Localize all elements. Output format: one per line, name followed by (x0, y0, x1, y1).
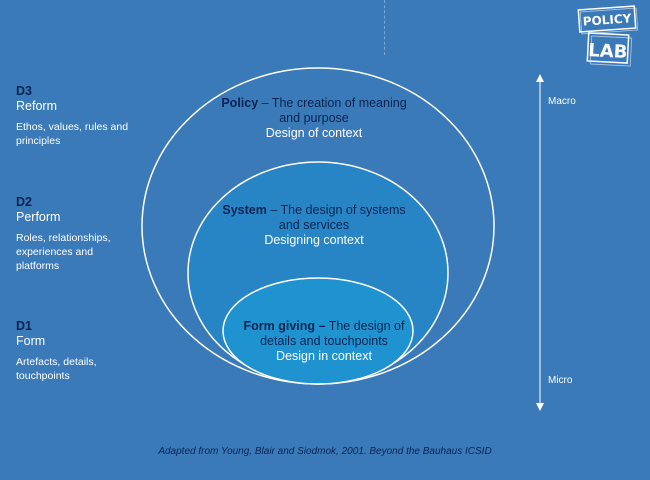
level-name: Perform (16, 210, 61, 224)
level-description: Roles, relationships, experiences and pl… (16, 232, 111, 272)
form-title: Form giving – (243, 319, 326, 333)
form-description: The design of details and touchpoints (260, 319, 405, 348)
system-title: System (222, 203, 267, 217)
policy-lab-logo: POLICY LAB (577, 5, 639, 67)
level-code: D3 (16, 84, 32, 98)
level-name: Reform (16, 99, 57, 113)
policy-subtitle: Design of context (265, 126, 363, 140)
source-citation: Adapted from Young, Blair and Siodmok, 2… (158, 446, 492, 457)
policy-description: – The creation of meaning and purpose (258, 96, 407, 125)
level-code: D1 (16, 319, 32, 333)
level-d1: D1 Form Artefacts, details, touchpoints (16, 319, 136, 383)
form-circle-text: Form giving – The design of details and … (226, 319, 422, 364)
scale-arrow (536, 74, 544, 411)
form-subtitle: Design in context (276, 349, 372, 363)
micro-label: Micro (548, 375, 573, 386)
level-d3: D3 Reform Ethos, values, rules and princ… (16, 84, 136, 148)
policy-circle-text: Policy – The creation of meaning and pur… (214, 96, 414, 141)
level-name: Form (16, 334, 46, 348)
level-d2: D2 Perform Roles, relationships, experie… (16, 195, 136, 273)
system-circle-text: System – The design of systems and servi… (214, 203, 414, 248)
guide-dashed-line (384, 0, 385, 55)
level-code: D2 (16, 195, 32, 209)
logo-line2: LAB (588, 40, 628, 63)
macro-label: Macro (548, 96, 576, 107)
level-description: Artefacts, details, touchpoints (16, 356, 97, 382)
system-description: – The design of systems and services (266, 203, 406, 232)
form-circle (222, 277, 414, 385)
level-description: Ethos, values, rules and principles (16, 121, 129, 147)
system-subtitle: Designing context (264, 233, 364, 247)
logo-line1: POLICY (582, 11, 632, 28)
policy-title: Policy (221, 96, 259, 110)
